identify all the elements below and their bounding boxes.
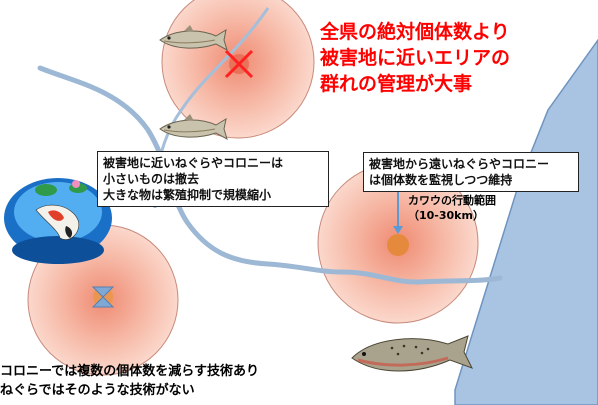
bottom-note-line1: コロニーでは複数の個体数を減らす技術あり xyxy=(0,364,259,379)
note-near-line1: 被害地に近いねぐらやコロニーは xyxy=(103,156,284,170)
red-x-icon xyxy=(224,49,254,79)
headline-line2: 被害地に近いエリアの xyxy=(320,47,511,69)
note-far-line1: 被害地から遠いねぐらやコロニー xyxy=(369,157,550,171)
headline-line1: 全県の絶対個体数より xyxy=(320,21,510,43)
koi-pond-icon xyxy=(4,178,112,264)
headline: 全県の絶対個体数より 被害地に近いエリアの 群れの管理が大事 xyxy=(320,19,510,97)
range-label: カワウの行動範囲 （10-30km） xyxy=(408,193,496,223)
bottom-note: コロニーでは複数の個体数を減らす技術あり ねぐらではそのような技術がない xyxy=(0,362,259,400)
fish-icon xyxy=(159,25,228,52)
range-label-line2: （10-30km） xyxy=(408,209,484,222)
bottom-note-line2: ねぐらではそのような技術がない xyxy=(0,383,195,398)
bowtie-marker-icon xyxy=(91,286,115,308)
note-far-line2: は個体数を監視しつつ維持 xyxy=(369,173,513,187)
fish-icon-2 xyxy=(159,114,228,141)
note-near-box: 被害地に近いねぐらやコロニーは 小さいものは撤去 大きな物は繁殖抑制で規模縮小 xyxy=(97,151,329,207)
note-near-line3: 大きな物は繁殖抑制で規模縮小 xyxy=(103,188,272,202)
river-main xyxy=(37,65,503,285)
range-label-line1: カワウの行動範囲 xyxy=(408,194,496,207)
sea-shape xyxy=(454,38,598,405)
headline-line3: 群れの管理が大事 xyxy=(320,73,473,95)
orange-dot-icon xyxy=(387,234,409,256)
note-near-line2: 小さいものは撤去 xyxy=(103,172,200,186)
note-far-box: 被害地から遠いねぐらやコロニー は個体数を監視しつつ維持 xyxy=(363,152,579,192)
salmon-icon xyxy=(351,335,474,372)
